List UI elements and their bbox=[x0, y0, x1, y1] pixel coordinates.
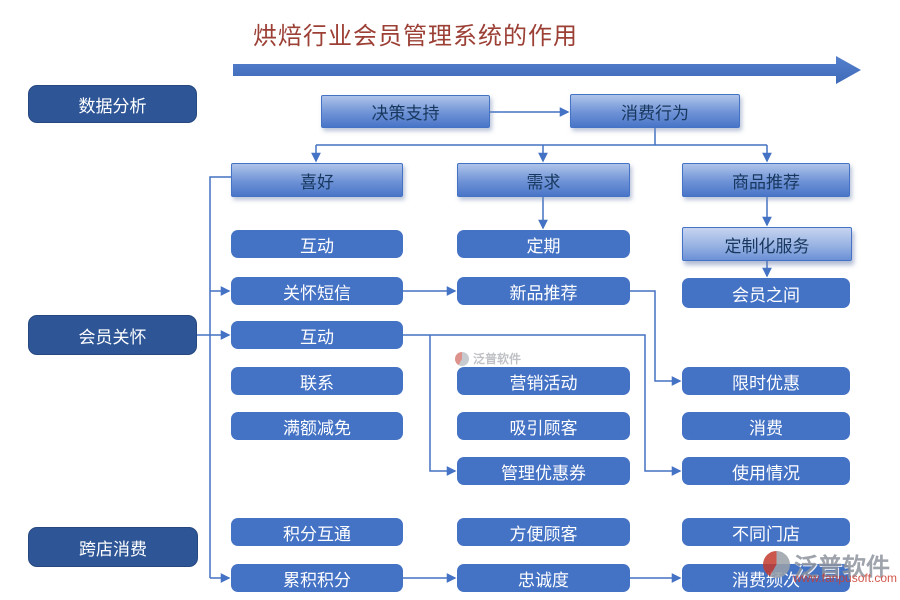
edge-interaction-to-usage bbox=[403, 334, 682, 476]
fanpu-logo-icon bbox=[763, 551, 790, 578]
node-interaction-2: 互动 bbox=[231, 321, 403, 349]
node-regular: 定期 bbox=[457, 230, 630, 258]
node-new-product-recommend: 新品推荐 bbox=[457, 277, 630, 305]
edge-branch-to-coupons bbox=[429, 335, 457, 476]
fanpu-logo-icon bbox=[455, 351, 469, 366]
node-attract-customers: 吸引顾客 bbox=[457, 412, 630, 440]
node-marketing-activity: 营销活动 bbox=[457, 367, 630, 395]
watermark-center: 泛普软件 bbox=[455, 350, 521, 367]
node-limited-time-offer: 限时优惠 bbox=[682, 367, 850, 395]
node-points-interchange: 积分互通 bbox=[231, 518, 403, 546]
node-convenient-customers: 方便顾客 bbox=[457, 518, 630, 546]
watermark-brand: 泛普软件 bbox=[794, 554, 890, 581]
node-cross-store-consume: 跨店消费 bbox=[28, 527, 198, 567]
node-contact: 联系 bbox=[231, 367, 403, 395]
node-care-sms: 关怀短信 bbox=[231, 277, 403, 305]
node-interaction-1: 互动 bbox=[231, 230, 403, 258]
watermark-url: www.fanpusoft.com bbox=[793, 571, 898, 585]
node-usage-status: 使用情况 bbox=[682, 457, 850, 485]
node-data-analysis: 数据分析 bbox=[28, 85, 197, 123]
edge-newproduct-to-offer bbox=[630, 290, 682, 386]
watermark-brand: 泛普软件 bbox=[473, 352, 522, 366]
node-preference: 喜好 bbox=[231, 163, 403, 197]
watermark-corner: 泛普软件 www.fanpusoft.com bbox=[763, 547, 897, 585]
node-customized-service: 定制化服务 bbox=[682, 227, 852, 261]
node-demand: 需求 bbox=[457, 163, 630, 197]
node-product-recommend: 商品推荐 bbox=[682, 163, 850, 197]
node-between-members: 会员之间 bbox=[682, 278, 850, 308]
node-loyalty: 忠诚度 bbox=[457, 564, 630, 592]
node-accumulate-points: 累积积分 bbox=[231, 564, 403, 592]
node-member-care: 会员关怀 bbox=[28, 315, 197, 355]
page-title: 烘焙行业会员管理系统的作用 bbox=[253, 24, 578, 50]
node-decision-support: 决策支持 bbox=[321, 95, 490, 128]
node-manage-coupons: 管理优惠券 bbox=[457, 457, 630, 485]
node-full-reduction: 满额减免 bbox=[231, 412, 403, 440]
node-consumption: 消费 bbox=[682, 412, 850, 440]
header-arrow bbox=[233, 56, 861, 84]
node-consume-behavior: 消费行为 bbox=[570, 94, 740, 128]
node-different-stores: 不同门店 bbox=[682, 518, 850, 546]
edge-left-spine bbox=[209, 176, 231, 578]
